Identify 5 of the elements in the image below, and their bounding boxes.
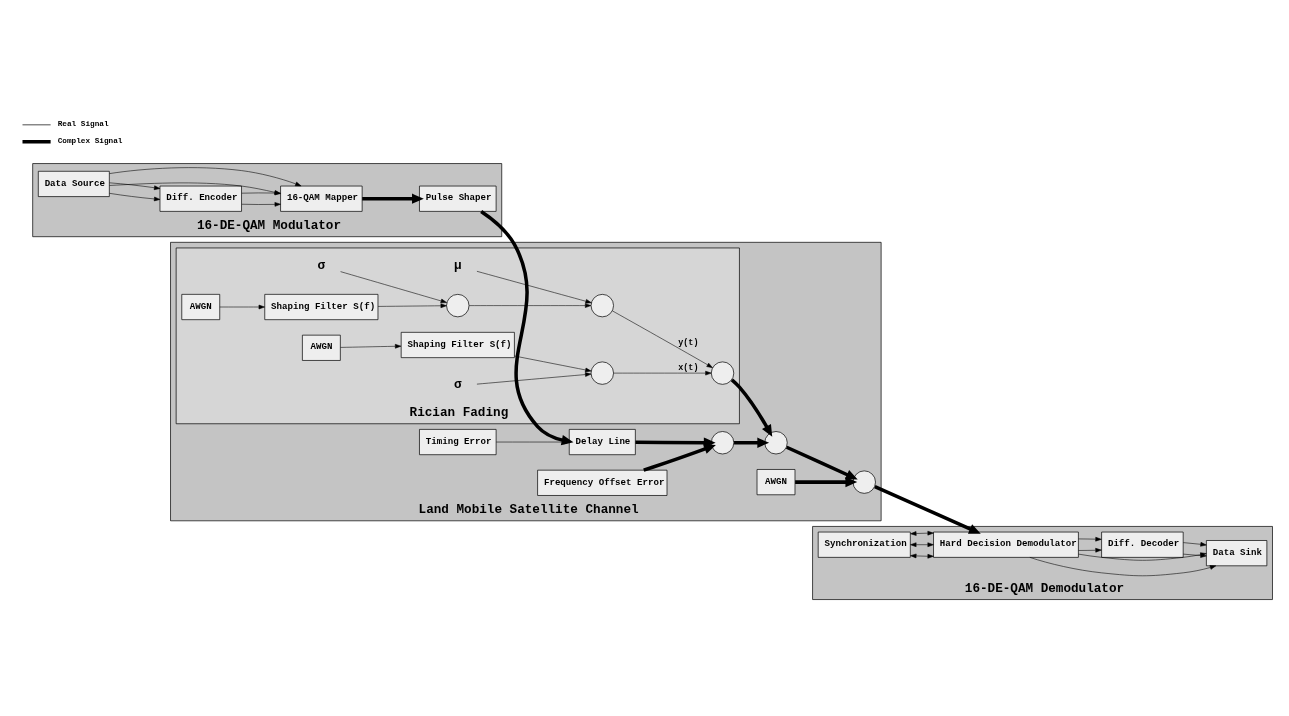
edge-label: y(t) [678,338,699,349]
node-text: σ [453,377,462,393]
node-text: σ [317,257,326,273]
edge-label: x(t) [678,363,699,374]
node-text: μ [453,257,462,273]
